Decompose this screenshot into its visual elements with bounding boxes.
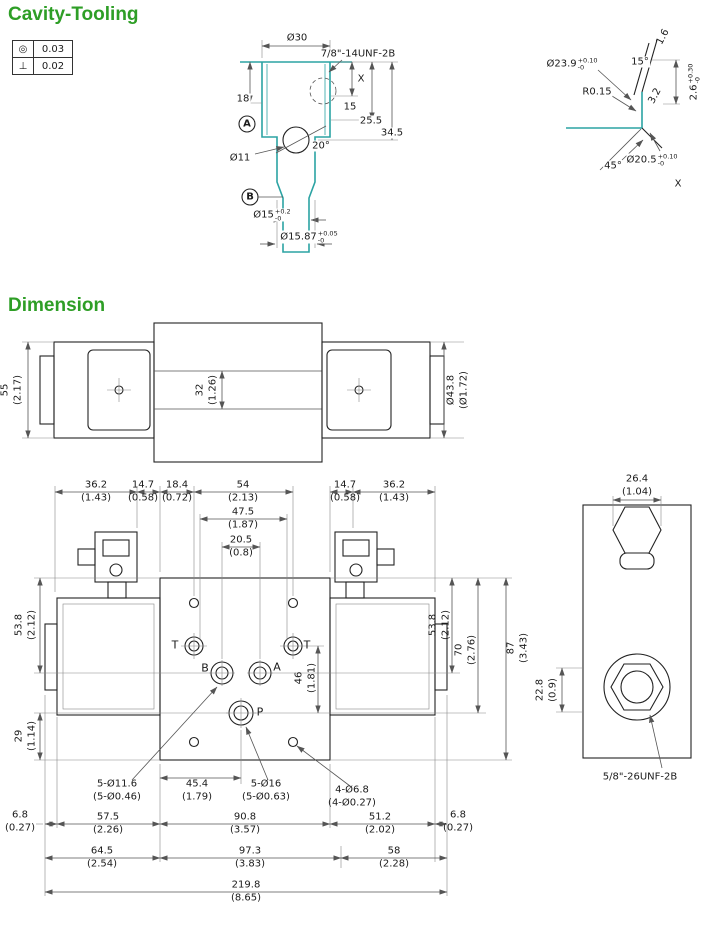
dim-angle-20: 20° xyxy=(311,140,331,152)
dim-dia30: Ø30 xyxy=(286,32,308,44)
dim-87: 87(3.43) xyxy=(505,632,530,664)
dim-34-5: 34.5 xyxy=(379,127,405,139)
thread-spec-side: 5/8"-26UNF-2B xyxy=(602,771,678,783)
dim-6-8-left: 6.8(0.27) xyxy=(4,809,36,834)
tolerance-value: 0.02 xyxy=(34,57,73,75)
perpendicularity-icon: ⊥ xyxy=(12,57,34,75)
dim-58: 58(2.28) xyxy=(378,845,410,870)
dim-51-2: 51.2(2.02) xyxy=(364,811,396,836)
dim-dia20-5-tol: Ø20.5 +0.10-0 xyxy=(626,152,678,167)
dim-angle-15: 15° xyxy=(630,56,650,68)
port-label-t-right: T xyxy=(303,638,311,652)
tolerance-row-perpendicularity: ⊥ 0.02 xyxy=(12,57,73,75)
dim-90-8: 90.8(3.57) xyxy=(229,811,261,836)
dim-47-5: 47.5(1.87) xyxy=(227,506,259,531)
dim-14-7-right: 14.7(0.58) xyxy=(329,479,361,504)
dim-dia15-87-tol: Ø15.87 +0.05-0 xyxy=(280,229,338,244)
datum-b-label: B xyxy=(246,191,254,203)
datum-a-label: A xyxy=(243,118,251,130)
port-label-t-left: T xyxy=(171,638,179,652)
dim-36-2-right: 36.2(1.43) xyxy=(378,479,410,504)
port-label-p: P xyxy=(256,705,264,719)
dim-53-8-left: 53.8(2.12) xyxy=(13,609,38,641)
dim-55: 55(2.17) xyxy=(0,374,24,406)
dim-219-8: 219.8(8.65) xyxy=(230,879,262,904)
dim-2-6-tol: 2.6 +0.30-0 xyxy=(686,63,701,101)
side-view-lines xyxy=(556,496,692,769)
dim-70: 70(2.76) xyxy=(453,634,478,666)
dim-18: 18 xyxy=(235,93,251,105)
dim-22-8: 22.8(0.9) xyxy=(534,678,559,702)
dim-18-4: 18.4(0.72) xyxy=(161,479,193,504)
dim-dia23-9-tol: Ø23.9 +0.10-0 xyxy=(546,56,598,71)
dim-25-5: 25.5 xyxy=(358,115,384,127)
dim-15: 15 xyxy=(342,101,358,113)
dim-dia43-8: Ø43.8(Ø1.72) xyxy=(445,371,470,409)
dim-53-8-right: 53.8(2.12) xyxy=(427,609,452,641)
dim-64-5: 64.5(2.54) xyxy=(86,845,118,870)
tolerance-row-concentricity: ◎ 0.03 xyxy=(12,40,73,58)
tolerance-frame: ◎ 0.03 ⊥ 0.02 xyxy=(12,40,73,75)
front-view-dimension-lines xyxy=(34,486,512,896)
dim-97-3: 97.3(3.83) xyxy=(234,845,266,870)
front-view-lines xyxy=(44,531,448,761)
top-view-lines xyxy=(22,322,464,463)
dim-r0-15: R0.15 xyxy=(581,86,613,98)
detail-ref-x-2: X xyxy=(674,178,682,190)
dim-dia11: Ø11 xyxy=(228,152,252,164)
dim-57-5: 57.5(2.26) xyxy=(92,811,124,836)
port-label-a: A xyxy=(273,660,281,674)
dim-dia15-tol: Ø15 +0.2-0 xyxy=(253,207,291,222)
dim-29: 29(1.14) xyxy=(13,720,38,752)
dim-32: 32(1.26) xyxy=(194,374,219,406)
dim-26-4: 26.4(1.04) xyxy=(621,473,653,498)
dimension-title: Dimension xyxy=(8,295,106,316)
cavity-tooling-title: Cavity-Tooling xyxy=(8,4,139,25)
dim-46: 46(1.81) xyxy=(293,662,318,694)
dim-45-4: 45.4(1.79) xyxy=(181,778,213,803)
concentricity-icon: ◎ xyxy=(12,40,34,58)
dim-14-7-left: 14.7(0.58) xyxy=(127,479,159,504)
dim-54: 54(2.13) xyxy=(227,479,259,504)
dim-20-5: 20.5(0.8) xyxy=(229,534,253,559)
tolerance-value: 0.03 xyxy=(34,40,73,58)
detail-ref-x: X xyxy=(357,73,365,85)
dim-36-2-left: 36.2(1.43) xyxy=(80,479,112,504)
thread-spec-label: 7/8"-14UNF-2B xyxy=(319,48,397,60)
port-label-b: B xyxy=(201,661,209,675)
callout-5-dia16: 5-Ø16(5-Ø0.63) xyxy=(242,778,290,803)
callout-4-dia6-8: 4-Ø6.8(4-Ø0.27) xyxy=(328,784,376,809)
dim-6-8-right: 6.8(0.27) xyxy=(442,809,474,834)
callout-5-dia11-6: 5-Ø11.6(5-Ø0.46) xyxy=(93,778,141,803)
dim-angle-45: 45° xyxy=(603,160,623,172)
